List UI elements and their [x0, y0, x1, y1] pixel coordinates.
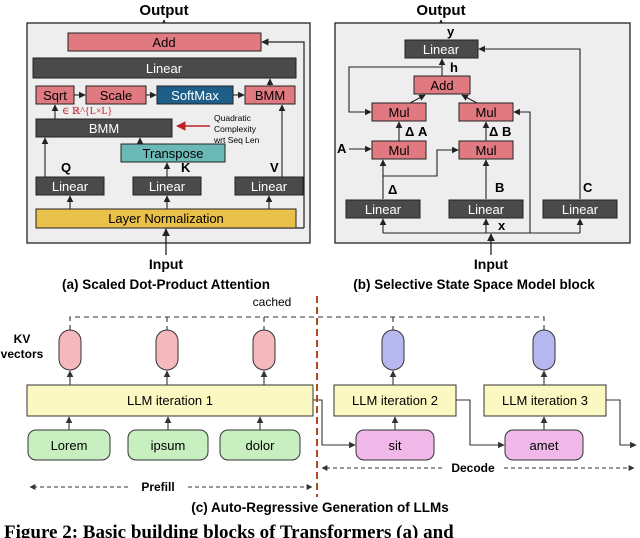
panel-b-mul-left-1-label: Mul — [389, 105, 410, 120]
panel-b-delta-a-label: Δ A — [405, 124, 428, 139]
panel-b-delta-to-mulr2 — [383, 146, 459, 177]
panel-b-linear-1-label: Linear — [365, 202, 402, 217]
panel-c-iteration-1-label: LLM iteration 1 — [127, 393, 213, 408]
panel-c-iteration-1 — [26, 384, 314, 417]
panel-a-layer-norm-label: Layer Normalization — [108, 211, 224, 226]
panel-c-cached-label: cached — [253, 295, 292, 309]
panel-a-scale-label: Scale — [100, 88, 133, 103]
panel-a-layer-norm-block — [35, 208, 297, 229]
panel-b-h-feedback — [348, 66, 441, 116]
panel-a-add-block — [67, 32, 262, 52]
panel-b-linear-1 — [345, 199, 421, 219]
panel-c-kv-capsule-2 — [155, 329, 179, 371]
panel-b-delta-b-label: Δ B — [489, 124, 511, 139]
panel-b-c-label: C — [583, 180, 593, 195]
panel-a-linear-q-label: Linear — [52, 179, 89, 194]
figure-caption: Figure 2: Basic building blocks of Trans… — [4, 522, 454, 538]
panel-a-input-label: Input — [149, 256, 184, 272]
panel-c-caption: (c) Auto-Regressive Generation of LLMs — [191, 500, 449, 515]
panel-c-kv-label-1: KV — [14, 332, 31, 346]
panel-b-x-to-mulr1 — [513, 108, 531, 233]
panel-b-b-label: B — [495, 180, 504, 195]
panel-a-bmm-mid-block — [35, 118, 173, 138]
panel-c-token-ipsum-label: ipsum — [151, 438, 186, 453]
panel-a-q-label: Q — [61, 160, 71, 175]
panel-b-x-label: x — [498, 218, 506, 233]
panel-a-caption: (a) Scaled Dot-Product Attention — [62, 277, 270, 292]
panel-c-kv-label-2: vectors — [1, 347, 44, 361]
panel-a-v-label: V — [270, 160, 279, 175]
panel-c-token-dolor-label: dolor — [246, 438, 276, 453]
panel-b-h-label: h — [450, 60, 458, 75]
panel-a-quadratic-line-2: Complexity — [214, 124, 257, 134]
panel-a-linear-top — [32, 57, 297, 79]
panel-a-linear-v-label: Linear — [251, 179, 288, 194]
panel-b-mul-left-2-label: Mul — [389, 143, 410, 158]
panel-c-decode-label: Decode — [451, 461, 495, 475]
panel-b-delta-label: Δ — [388, 182, 397, 197]
panel-b-linear-2-label: Linear — [468, 202, 505, 217]
panel-a-skip-line — [261, 38, 305, 228]
panel-a-transpose-block — [120, 143, 226, 163]
panel-b-a-label: A — [337, 141, 347, 156]
panel-a-shape-label: ∈ ℝ^{L×L} — [62, 106, 112, 117]
panel-c-iteration-3 — [483, 384, 607, 417]
panel-c-arrow-iter3-out — [606, 399, 637, 449]
panel-c-token-sit-label: sit — [389, 438, 402, 453]
panel-b-c-to-linear — [478, 45, 581, 199]
panel-a-output-label: Output — [139, 2, 188, 19]
panel-a-k-label: K — [181, 160, 191, 175]
panel-a-sqrt-label: Sqrt — [43, 88, 67, 103]
panel-c-prefill-label: Prefill — [141, 480, 174, 494]
panel-c-iteration-2 — [333, 384, 457, 417]
panel-b-mul-right-1 — [458, 102, 514, 122]
panel-c-token-lorem-label: Lorem — [51, 438, 88, 453]
panel-a-linear-top-label: Linear — [146, 61, 183, 76]
panel-c-kv-capsule-1 — [58, 329, 82, 371]
panel-c-arrow-iter2-amet — [456, 399, 505, 449]
panel-c-token-amet-label: amet — [530, 438, 559, 453]
panel-a-bmm-mid-label: BMM — [89, 121, 119, 136]
panel-b-caption: (b) Selective State Space Model block — [353, 277, 595, 292]
panel-b-y-label: y — [447, 24, 455, 39]
panel-b-linear-3-label: Linear — [562, 202, 599, 217]
panel-a-quadratic-line-1: Quadratic — [214, 113, 252, 123]
panel-b-linear-top — [404, 39, 479, 59]
panel-a-quadratic-line-3: wrt Seq Len — [213, 135, 260, 145]
panel-b-mul-left-1 — [371, 102, 427, 122]
panel-a-transpose-label: Transpose — [143, 146, 204, 161]
panel-a-bmm-right-label: BMM — [255, 88, 285, 103]
panel-c-kv-capsule-5 — [532, 329, 556, 371]
panel-b-add-label: Add — [430, 78, 453, 93]
panel-c-autoregressive: cached KV vectors LLM iteration 1 LLM it… — [1, 295, 637, 515]
panel-b-linear-3 — [542, 199, 618, 219]
panel-b-linear-top-label: Linear — [423, 42, 460, 57]
panel-b-arrow-mulr1-add — [461, 94, 478, 104]
panel-a-linear-k-label: Linear — [149, 179, 186, 194]
panel-b-output-label: Output — [416, 2, 465, 19]
panel-b-arrow-mul1-add — [409, 94, 426, 104]
panel-b-input-label: Input — [474, 256, 509, 272]
panel-c-kv-capsule-4 — [381, 329, 405, 371]
panel-b-mul-right-2-label: Mul — [476, 143, 497, 158]
panel-a-softmax-label: SoftMax — [171, 88, 219, 103]
panel-a-attention: Output Add Linear Sqrt Scale SoftMax BMM… — [26, 2, 311, 292]
panel-b-mul-right-1-label: Mul — [476, 105, 497, 120]
panel-c-kv-capsule-3 — [252, 329, 276, 371]
panel-a-linear-q — [35, 176, 105, 196]
panel-c-iteration-3-label: LLM iteration 3 — [502, 393, 588, 408]
panel-a-add-label: Add — [152, 35, 175, 50]
panel-c-cached-line — [69, 316, 545, 330]
panel-c-iteration-2-label: LLM iteration 2 — [352, 393, 438, 408]
panel-b-ssm: Output Linear y Add h Mul Mul Δ A Δ B Mu… — [334, 2, 631, 292]
panel-b-linear-2 — [448, 199, 524, 219]
panel-a-linear-v — [234, 176, 304, 196]
